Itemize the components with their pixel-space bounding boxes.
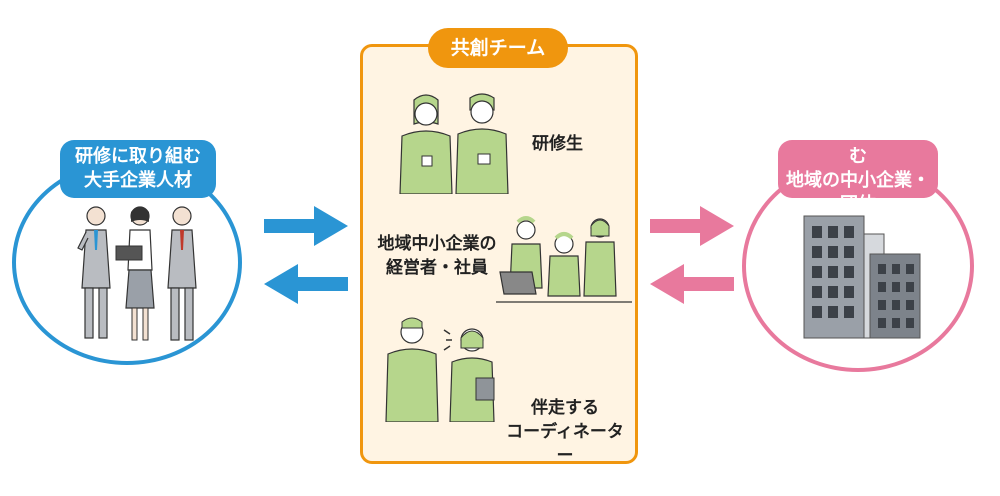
building-icon: [803, 215, 921, 339]
coordinator-female-figure: [449, 328, 495, 422]
sme-label: 地域中小企業の 経営者・社員: [372, 232, 502, 280]
sme-label-line2: 経営者・社員: [386, 258, 488, 278]
sme-staff-illustration: [496, 216, 632, 303]
coordinator-label: 伴走する コーディネーター: [500, 396, 630, 468]
business-people-illustration: [77, 206, 197, 341]
co-creation-team-label: 共創チーム: [428, 28, 568, 68]
coordinator-male-figure: [385, 317, 439, 422]
trainees-label: 研修生: [532, 134, 583, 154]
trainees-illustration: [399, 93, 509, 194]
trainee-male-figure: [455, 93, 509, 194]
left-group-label-line1: 研修に取り組む: [75, 146, 201, 167]
left-group-label: 研修に取り組む 大手企業人材: [60, 140, 216, 198]
right-group-label-line1: 経営革新に取り組む: [786, 122, 930, 167]
arrow-right-pink-icon: [650, 206, 734, 246]
right-group-label-line2: 地域の中小企業・団体: [786, 170, 930, 215]
arrow-left-blue-icon: [264, 264, 348, 304]
coordinator-illustration: [385, 317, 495, 422]
sme-person-3: [583, 218, 617, 297]
sme-label-line1: 地域中小企業の: [377, 234, 497, 254]
coordinator-label-line2: コーディネーター: [506, 422, 624, 466]
trainee-female-figure: [399, 94, 453, 194]
laptop-icon: [499, 271, 537, 295]
coordinator-label-line1: 伴走する: [531, 398, 599, 418]
businessman-figure: [77, 206, 111, 339]
sme-person-2: [547, 232, 581, 297]
right-group-label: 経営革新に取り組む 地域の中小企業・団体: [778, 122, 938, 215]
businesswoman-figure: [115, 206, 155, 341]
arrow-left-pink-icon: [650, 264, 734, 304]
senior-businessman-figure: [167, 206, 197, 341]
left-group-label-line2: 大手企業人材: [84, 170, 192, 191]
arrow-right-blue-icon: [264, 206, 348, 246]
speech-mark-icon: [443, 329, 452, 351]
